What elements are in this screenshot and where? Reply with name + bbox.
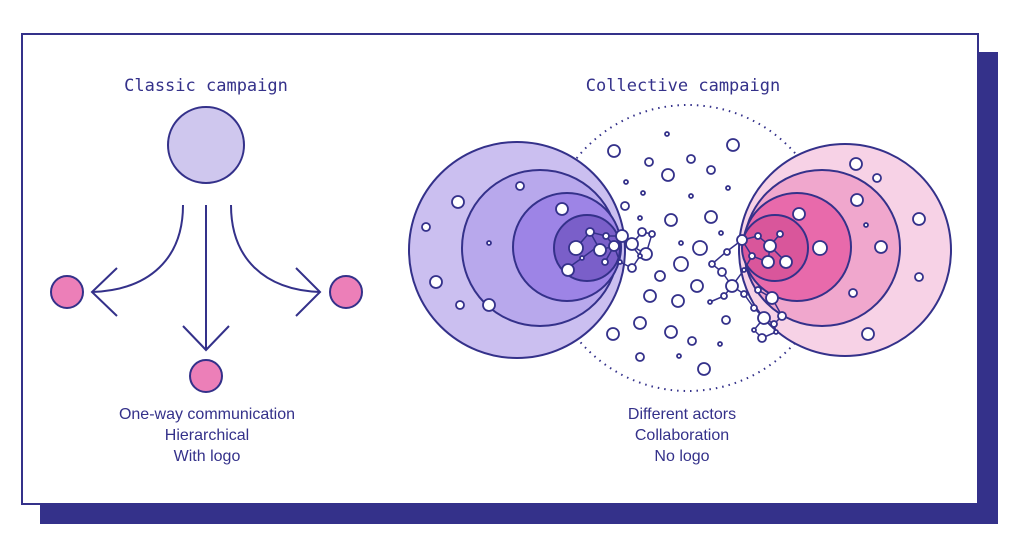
collective-diagram [408, 104, 952, 392]
collective-caption-line-1: Different actors [627, 406, 737, 423]
classic-title: Classic campaign [124, 76, 288, 96]
classic-target-bottom [189, 359, 223, 393]
classic-target-left [50, 275, 84, 309]
arrow-left [91, 204, 184, 293]
collective-caption: Different actors Collaboration No logo [552, 404, 812, 467]
classic-caption: One-way communication Hierarchical With … [77, 404, 337, 467]
classic-caption-line-1: One-way communication [118, 406, 296, 423]
collective-title: Collective campaign [585, 76, 781, 96]
classic-caption-line-3: With logo [173, 448, 241, 465]
arrow-down-head [182, 325, 230, 352]
arrow-left-head [90, 267, 118, 317]
collective-caption-line-3: No logo [654, 448, 710, 465]
collective-nodes [421, 131, 926, 376]
arrow-right [230, 204, 321, 293]
collective-caption-line-2: Collaboration [634, 427, 730, 444]
classic-source-node [167, 106, 245, 184]
classic-diagram [50, 106, 363, 393]
classic-caption-line-2: Hierarchical [164, 427, 250, 444]
arrow-right-head [295, 267, 322, 317]
classic-target-right [329, 275, 363, 309]
